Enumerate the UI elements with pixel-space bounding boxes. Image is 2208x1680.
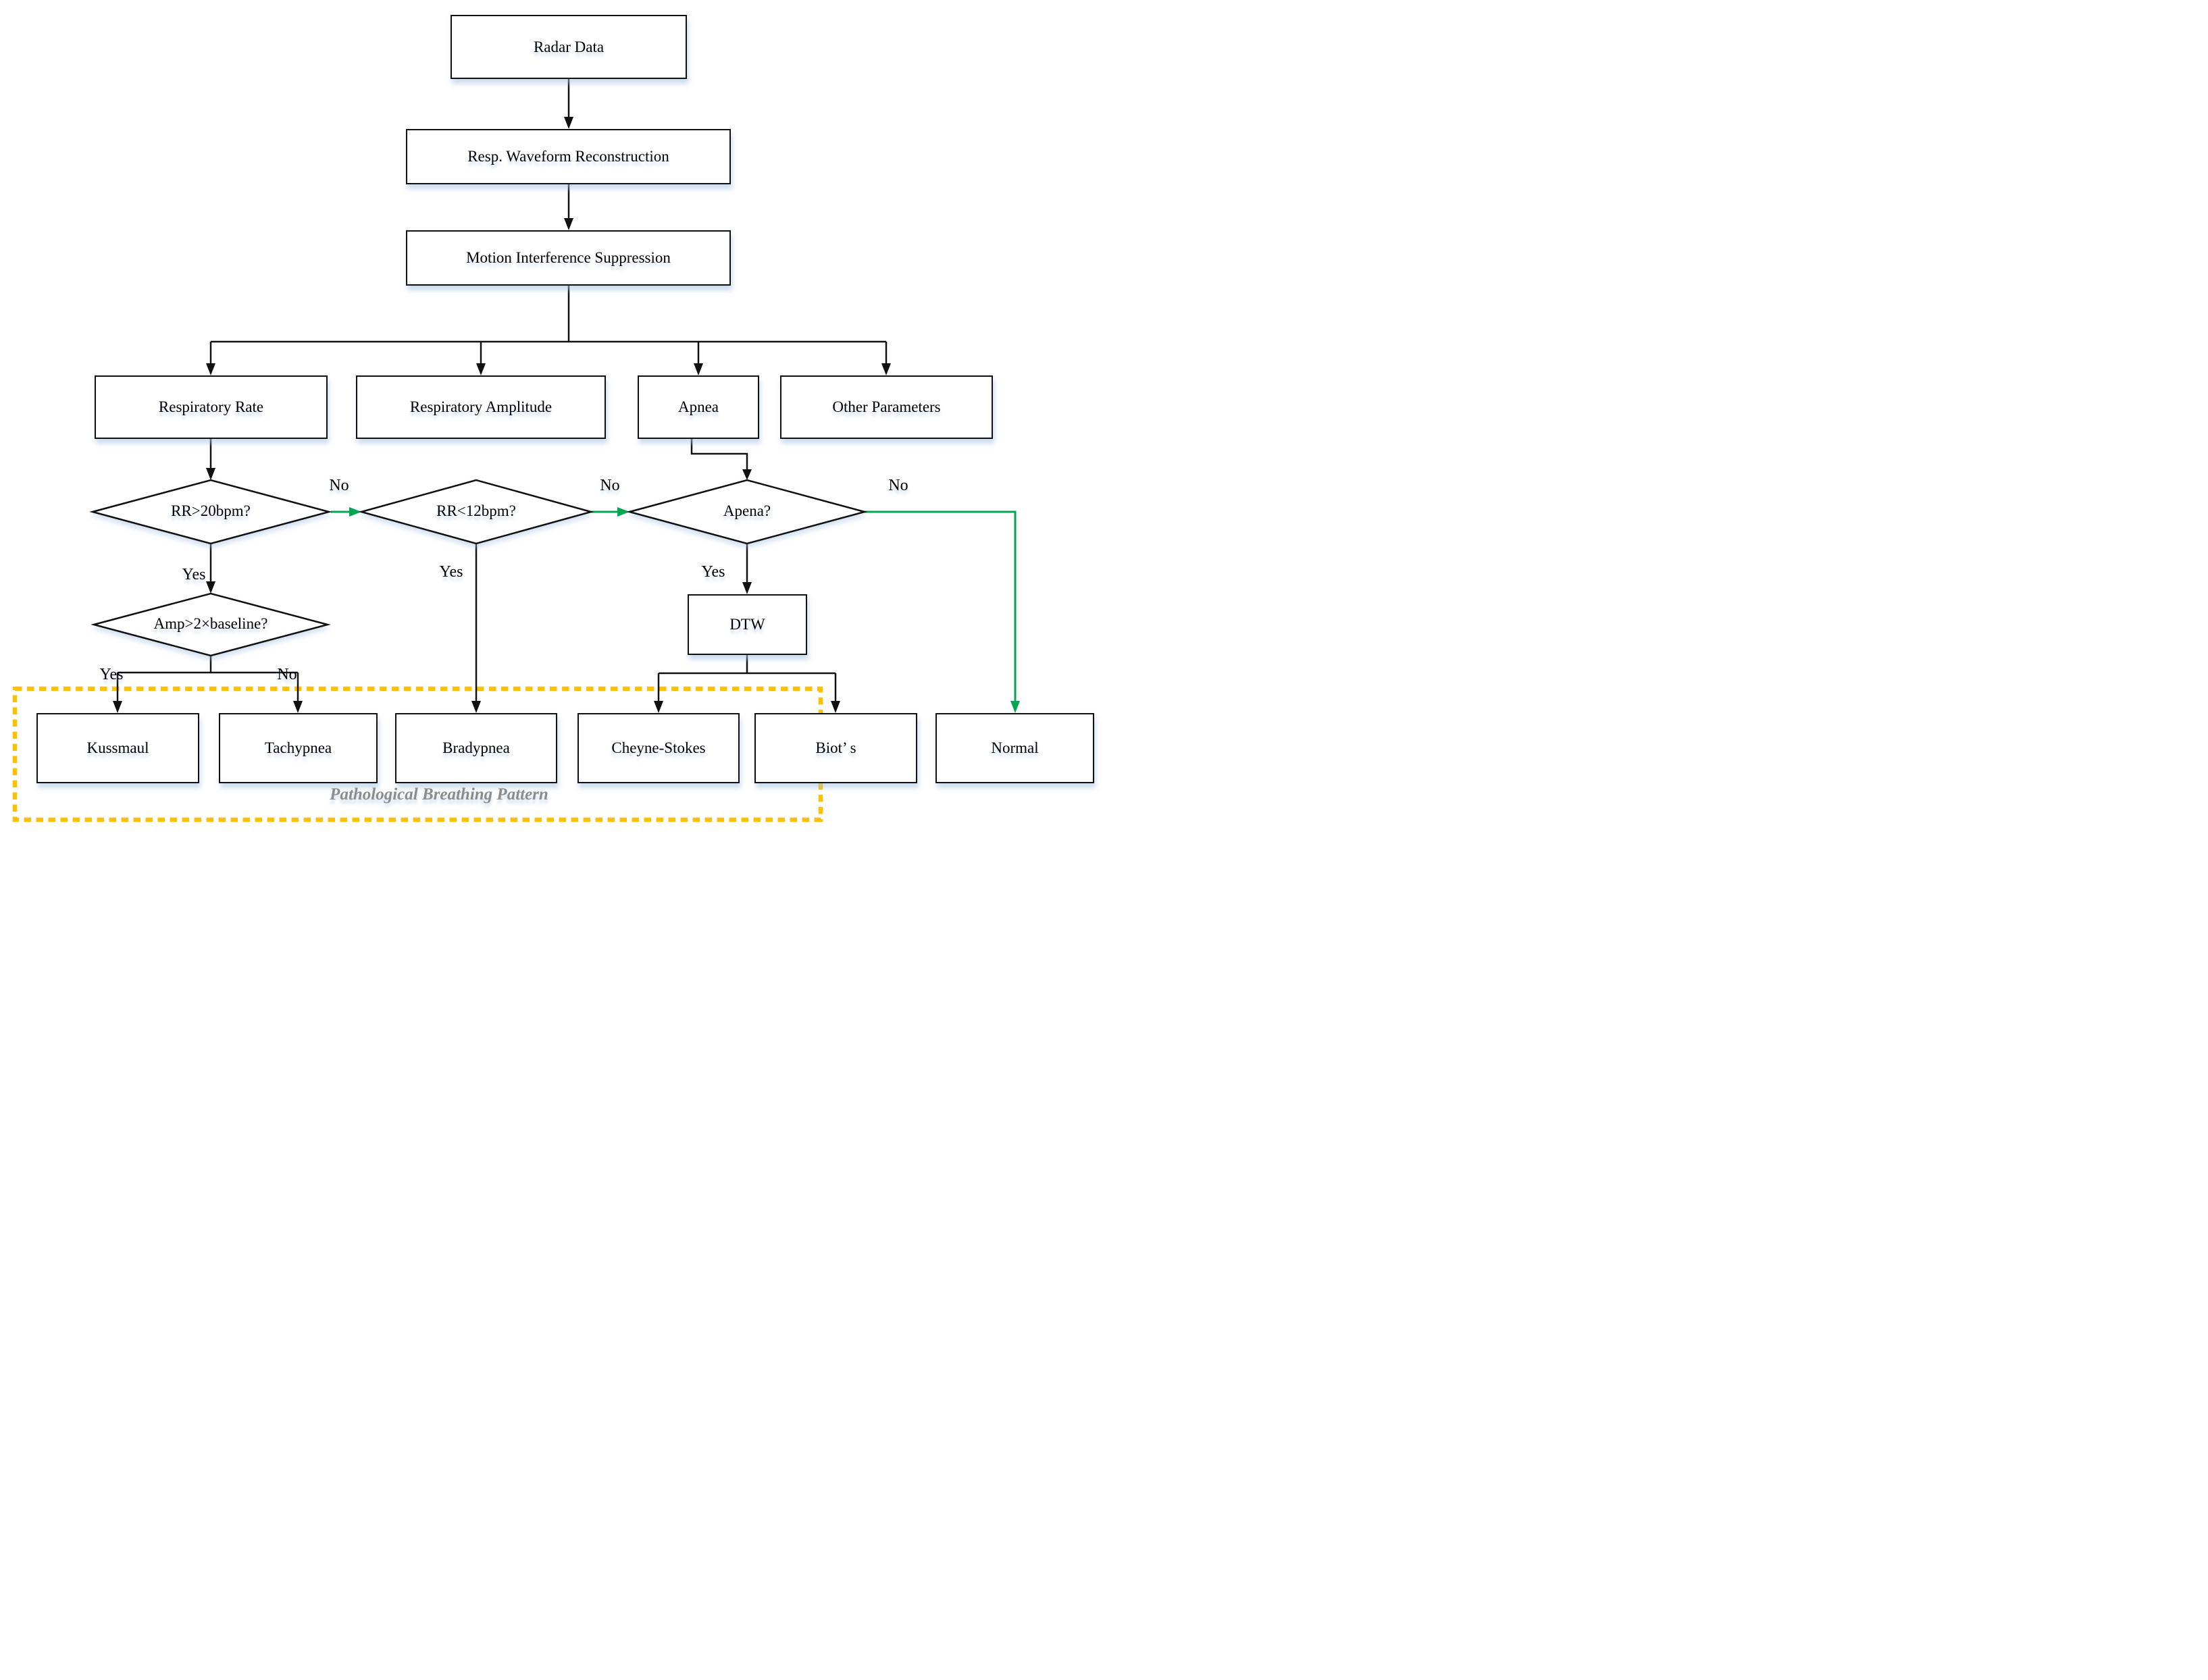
decision-rr-lt12-label: RR<12bpm?	[436, 502, 516, 519]
decision-apena	[626, 479, 868, 545]
node-radar-data-label: Radar Data	[533, 38, 605, 55]
connector-motion-distribution	[211, 286, 886, 343]
edge-label-rr12-no: No	[600, 477, 620, 494]
node-kussmaul: Kussmaul	[36, 713, 199, 783]
arrowhead	[113, 701, 122, 713]
arrowhead	[831, 701, 840, 713]
node-waveform-label: Resp. Waveform Reconstruction	[467, 148, 669, 165]
node-waveform-reconstruction: Resp. Waveform Reconstruction	[406, 129, 731, 184]
node-cheyne-stokes: Cheyne-Stokes	[577, 713, 740, 783]
node-biots: Biot’ s	[754, 713, 917, 783]
arrowhead	[654, 701, 663, 713]
arrowhead	[694, 363, 703, 375]
node-bradypnea: Bradypnea	[395, 713, 557, 783]
pathological-group-border	[12, 686, 823, 822]
decision-apena-label: Apena?	[723, 502, 771, 519]
green-arrowhead	[617, 507, 630, 517]
connector-layer	[12, 79, 1020, 822]
pathological-group-label: Pathological Breathing Pattern	[330, 785, 548, 804]
green-arrowhead	[349, 507, 361, 517]
node-apnea-label: Apnea	[677, 398, 719, 416]
node-tachypnea: Tachypnea	[219, 713, 378, 783]
node-radar-data: Radar Data	[451, 15, 687, 79]
connector-dtw-split	[657, 655, 837, 701]
decision-rr-lt12	[358, 479, 594, 545]
node-respiratory-amplitude: Respiratory Amplitude	[356, 375, 606, 439]
node-motion-label: Motion Interference Suppression	[466, 249, 671, 267]
connector-amp-split	[116, 656, 299, 701]
edge-label-rr20-yes: Yes	[182, 566, 206, 583]
connector-green-apena-no-to-normal	[865, 510, 1017, 702]
node-respiratory-rate-label: Respiratory Rate	[158, 398, 264, 416]
node-respiratory-amplitude-label: Respiratory Amplitude	[409, 398, 553, 416]
node-tachypnea-label: Tachypnea	[264, 739, 332, 757]
node-respiratory-rate: Respiratory Rate	[95, 375, 328, 439]
decision-rr-gt20-label: RR>20bpm?	[171, 502, 251, 519]
arrowhead	[206, 468, 215, 480]
arrowhead	[293, 701, 303, 713]
arrowhead	[564, 218, 573, 230]
edge-label-rr20-no: No	[329, 477, 349, 494]
arrowhead	[206, 581, 215, 594]
node-dtw: DTW	[688, 594, 807, 655]
node-apnea: Apnea	[638, 375, 759, 439]
edge-label-apena-yes: Yes	[701, 563, 725, 581]
arrowhead	[564, 117, 573, 129]
node-other-parameters: Other Parameters	[780, 375, 993, 439]
arrowhead	[471, 701, 481, 713]
flowchart-canvas: Radar Data Resp. Waveform Reconstruction…	[0, 0, 1104, 840]
node-dtw-label: DTW	[729, 616, 765, 633]
node-other-parameters-label: Other Parameters	[832, 398, 941, 416]
decision-rr-gt20	[89, 479, 332, 545]
edge-label-rr12-yes: Yes	[439, 563, 463, 581]
node-cheyne-stokes-label: Cheyne-Stokes	[611, 739, 706, 757]
connector-apnea-elbow-to-apena	[690, 439, 748, 469]
arrowhead	[206, 363, 215, 375]
arrowhead	[742, 469, 752, 480]
edge-label-apena-no: No	[888, 477, 908, 494]
node-normal: Normal	[935, 713, 1094, 783]
node-normal-label: Normal	[991, 739, 1039, 757]
arrowhead	[881, 363, 891, 375]
decision-amp-baseline-label: Amp>2×baseline?	[153, 615, 268, 632]
node-kussmaul-label: Kussmaul	[86, 739, 149, 757]
edge-label-amp-no: No	[277, 666, 297, 683]
node-motion-suppression: Motion Interference Suppression	[406, 230, 731, 286]
arrowhead	[476, 363, 486, 375]
node-bradypnea-label: Bradypnea	[442, 739, 510, 757]
edge-label-amp-yes: Yes	[99, 666, 124, 683]
decision-amp-baseline	[91, 592, 331, 657]
arrowhead	[742, 582, 752, 594]
node-biots-label: Biot’ s	[815, 739, 856, 757]
green-arrowhead	[1010, 701, 1020, 713]
